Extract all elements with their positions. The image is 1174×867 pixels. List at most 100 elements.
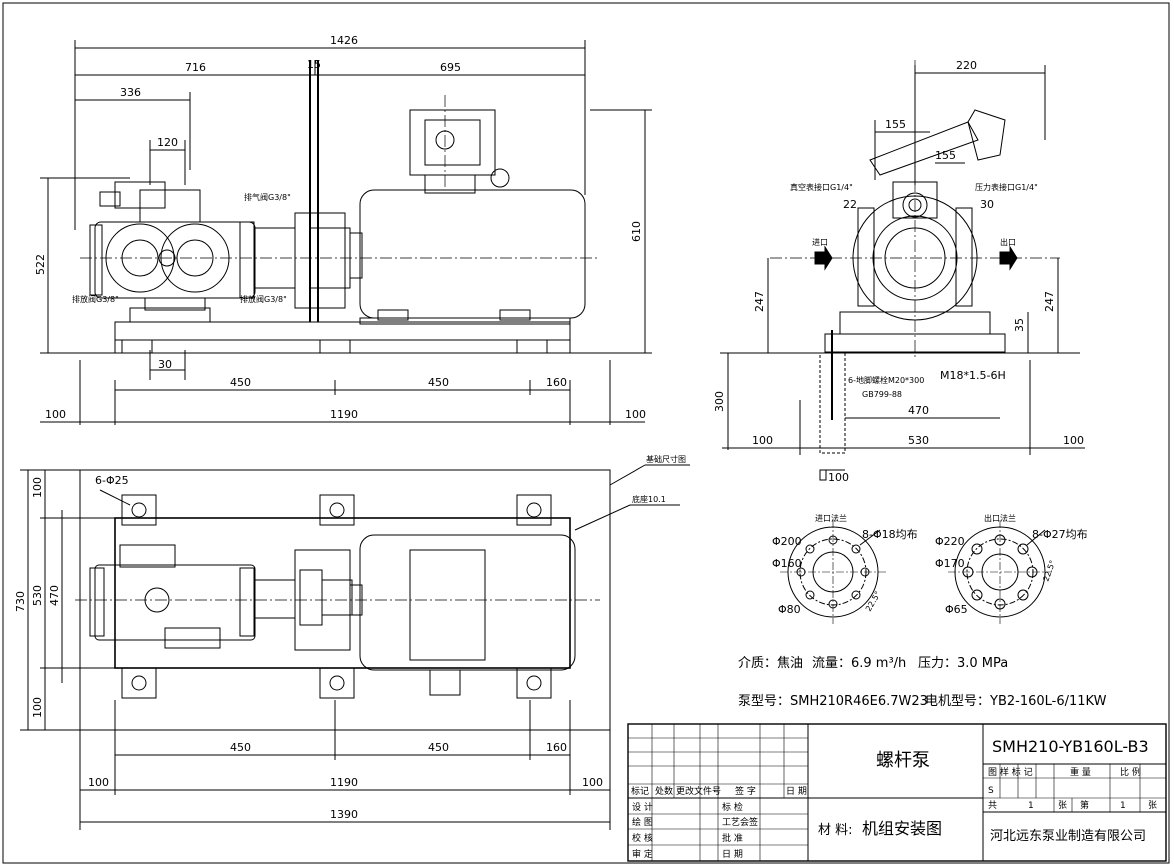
sheet-no-label: 第 [1080, 799, 1089, 811]
role-design: 设 计 [632, 801, 653, 813]
plan-view [20, 464, 690, 830]
label-vent: 排气阀G3/8" [244, 192, 291, 202]
role-approve: 审 定 [632, 848, 653, 860]
dim-foot-h: 35 [1013, 318, 1026, 332]
inlet-holes: 8-Φ18均布 [862, 528, 918, 541]
outlet-d-outer: Φ220 [935, 535, 965, 548]
front-view [40, 40, 652, 425]
sheets-total-label: 共 [988, 800, 997, 811]
role-drawing: 绘 图 [632, 816, 653, 828]
label-drain-right: 排放阀G3/8" [240, 294, 287, 304]
dim-inlet-offset: 336 [120, 86, 141, 99]
label-base-plate: 底座10.1 [632, 494, 666, 504]
dim-plan-margin-left: 100 [88, 776, 109, 789]
dim-pressure-offset: 30 [980, 198, 994, 211]
spec-pump-model: 泵型号：SMH210R46E6.7W23 [738, 694, 928, 709]
rev-header-count: 处数 [655, 785, 673, 797]
dim-flange-width: 120 [157, 136, 178, 149]
dim-side-margin-right: 100 [1063, 434, 1084, 447]
dim-overall: 1426 [330, 34, 358, 47]
label-outlet: 出口 [1000, 237, 1016, 247]
title-block: 标记 处数 更改文件号 签 字 日 期 设 计 绘 图 校 核 审 定 标 检 … [631, 737, 1157, 860]
dim-holes: 6-Φ25 [95, 474, 129, 487]
front-view-text: 1426 716 695 15 336 120 522 610 30 450 4… [34, 34, 646, 421]
dim-side-margin-left: 100 [752, 434, 773, 447]
dim-plan-overall: 1390 [330, 808, 358, 821]
rev-header-doc: 更改文件号 [676, 785, 721, 797]
inlet-flange [780, 520, 886, 624]
dim-height-right: 247 [1043, 291, 1056, 312]
sheets-total: 1 [1028, 801, 1034, 811]
dim-pit-depth: 300 [713, 391, 726, 412]
plan-view-text: 6-Φ25 730 530 470 100 100 450 450 160 11… [14, 454, 686, 821]
label-anchor-std: GB799-88 [862, 390, 902, 399]
label-foundation: 基础尺寸图 [646, 454, 686, 464]
spec-medium: 介质：焦油 [738, 656, 803, 671]
dim-plan-span-1: 450 [230, 741, 251, 754]
dim-foot-offset: 30 [158, 358, 172, 371]
inlet-d-outer: Φ200 [772, 535, 802, 548]
role-date: 日 期 [722, 849, 743, 860]
dim-edge-bottom: 100 [31, 697, 44, 718]
rev-header-mark: 标记 [631, 785, 649, 797]
drawing-name: 机组安装图 [862, 819, 942, 838]
dim-h-bolt: 470 [48, 585, 61, 606]
sheet-unit: 张 [1058, 800, 1067, 811]
role-standard: 标 检 [722, 801, 743, 813]
dim-h-inner: 530 [31, 585, 44, 606]
sheet-unit-2: 张 [1148, 800, 1157, 811]
header-mark: 图 样 标 记 [988, 766, 1033, 778]
label-vacuum-gauge: 真空表接口G1/4" [790, 182, 853, 192]
dim-span-2: 450 [428, 376, 449, 389]
label-thread: M18*1.5-6H [940, 369, 1006, 382]
dim-plan-base-length: 1190 [330, 776, 358, 789]
outlet-flange-text: 出口法兰 Φ220 Φ170 Φ65 8-Φ27均布 22.5° [935, 513, 1088, 616]
dim-h-total: 730 [14, 591, 27, 612]
side-view [720, 60, 1085, 481]
role-ratify: 批 准 [722, 832, 743, 844]
inlet-flange-title: 进口法兰 [815, 513, 847, 523]
dim-box-width: 155 [935, 149, 956, 162]
role-process: 工艺会签 [722, 816, 758, 828]
outlet-flange-title: 出口法兰 [984, 513, 1016, 523]
specs: 介质：焦油 流量：6.9 m³/h 压力：3.0 MPa 泵型号：SMH210R… [738, 656, 1107, 709]
company-name: 河北远东泵业制造有限公司 [990, 829, 1146, 844]
dim-plan-span-2: 450 [428, 741, 449, 754]
title-block-lines [627, 723, 1167, 862]
outlet-flange [948, 520, 1052, 624]
outlet-d-bolt: Φ170 [935, 557, 965, 570]
dim-left-part: 716 [185, 61, 206, 74]
spec-pressure: 压力：3.0 MPa [918, 656, 1008, 671]
label-pressure-gauge: 压力表接口G1/4" [975, 182, 1038, 192]
dim-motor-top: 220 [956, 59, 977, 72]
rev-header-sign: 签 字 [735, 785, 756, 797]
dim-plan-margin-right: 100 [582, 776, 603, 789]
dim-margin-right: 100 [625, 408, 646, 421]
drawing-number: SMH210-YB160L-B3 [992, 737, 1149, 756]
dim-pit-width: 100 [828, 471, 849, 484]
rev-header-date: 日 期 [786, 786, 807, 797]
side-view-text: 220 155 155 22 30 真空表接口G1/4" 压力表接口G1/4" … [713, 59, 1084, 484]
label-inlet: 进口 [812, 238, 828, 247]
dim-bolt-span: 470 [908, 404, 929, 417]
dim-vacuum-offset: 22 [843, 198, 857, 211]
dim-span-1: 450 [230, 376, 251, 389]
dim-margin-left: 100 [45, 408, 66, 421]
outlet-holes: 8-Φ27均布 [1032, 528, 1088, 541]
role-check: 校 核 [632, 832, 653, 844]
label-anchor-bolt: 6-地脚螺栓M20*300 [848, 375, 924, 385]
inlet-d-bolt: Φ160 [772, 557, 802, 570]
dim-right-part: 695 [440, 61, 461, 74]
sheet-no: 1 [1120, 801, 1126, 811]
dim-box-offset: 155 [885, 118, 906, 131]
outlet-d-bore: Φ65 [945, 603, 968, 616]
dim-edge-top: 100 [31, 477, 44, 498]
dim-gap: 15 [307, 58, 321, 71]
dim-base-length: 1190 [330, 408, 358, 421]
spec-motor-model: 电机型号：YB2-160L-6/11KW [925, 694, 1107, 709]
spec-flow: 流量：6.9 m³/h [812, 656, 906, 671]
header-weight: 重 量 [1070, 766, 1091, 778]
mark-value: S [988, 786, 994, 796]
